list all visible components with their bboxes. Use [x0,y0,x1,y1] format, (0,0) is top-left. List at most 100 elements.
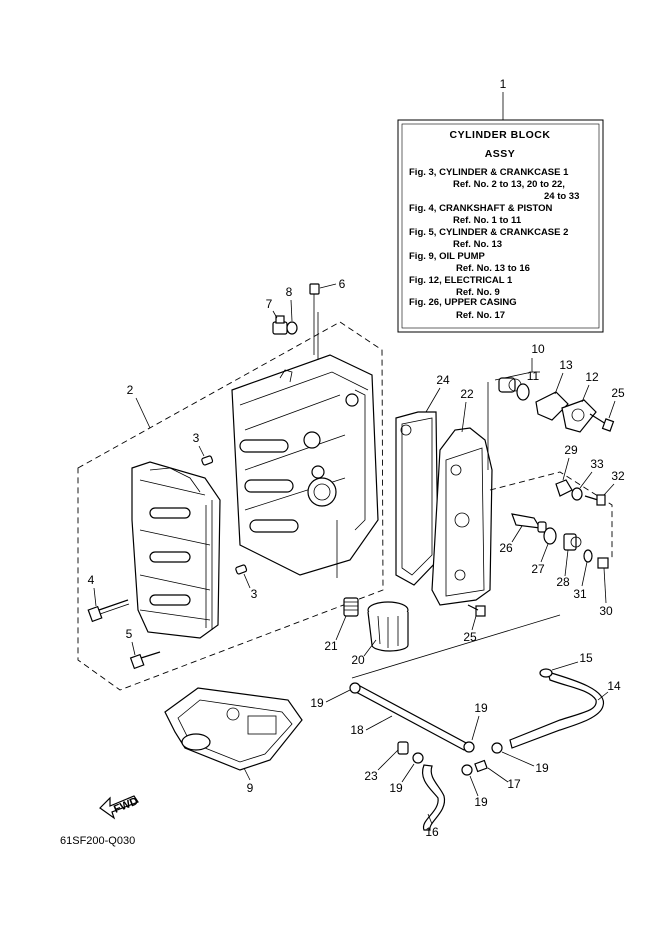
callout-26: 26 [499,541,513,555]
dowel-pin [201,455,214,466]
callout-11: 11 [527,369,540,383]
joint-part [474,759,488,773]
oil-filter-part [367,601,409,652]
bracket-part [555,479,573,497]
info-line: Fig. 9, OIL PUMP [409,251,485,262]
cylinder-block-part [231,354,379,578]
callout-1: 1 [500,77,507,91]
callout-30: 30 [599,604,613,618]
info-line: Ref. No. 1 to 11 [453,215,522,226]
hose-part [355,685,469,751]
dowel-pin [235,564,248,575]
info-line: Fig. 3, CYLINDER & CRANKCASE 1 [409,167,569,178]
callout-25: 25 [463,630,477,644]
bolt-part [467,604,486,617]
info-line: Fig. 26, UPPER CASING [409,297,517,308]
callout-31: 31 [573,587,587,601]
info-line: Ref. No. 9 [456,287,500,298]
thermostat-cover-part [561,399,607,433]
callout-19: 19 [474,701,488,715]
plug-part [309,283,320,360]
callout-10: 10 [531,342,545,356]
hose-routing-line [351,614,561,679]
clamp-part [461,764,473,776]
callout-3: 3 [251,587,258,601]
callout-33: 33 [590,457,604,471]
callout-9: 9 [247,781,254,795]
crankcase-part [131,461,221,639]
hose-fitting-part [539,668,553,678]
clamp-part [463,741,475,753]
callout-15: 15 [579,651,593,665]
callout-27: 27 [531,562,545,576]
callout-22: 22 [460,387,474,401]
drain-plug-part [272,315,288,335]
seal-ring-part [516,383,530,401]
spring-part [343,597,359,617]
callout-19: 19 [535,761,549,775]
callout-20: 20 [351,653,365,667]
fwd-arrow-icon: FWD [99,795,140,820]
info-line: Ref. No. 13 [453,239,502,250]
callout-5: 5 [126,627,133,641]
bolt-part [129,651,161,670]
hose-part [509,671,604,749]
bolt-part [87,599,130,623]
thermostat-part [563,533,582,551]
info-line: Ref. No. 2 to 13, 20 to 22, [453,179,565,190]
info-line: Ref. No. 13 to 16 [456,263,530,274]
washer-part [286,321,298,335]
washer-part [571,487,583,501]
thermostat-group-outline [489,471,613,560]
callout-13: 13 [559,358,573,372]
clamp-part [491,742,503,754]
callout-18: 18 [350,723,364,737]
callout-7: 7 [266,297,273,311]
bolt-part [597,557,609,569]
callout-4: 4 [88,573,95,587]
callout-19: 19 [389,781,403,795]
callout-17: 17 [507,777,521,791]
callout-28: 28 [556,575,570,589]
callout-2: 2 [127,383,134,397]
info-box-title: CYLINDER BLOCK [450,129,551,141]
diagram-code: 61SF200-Q030 [60,835,135,847]
info-line: Fig. 12, ELECTRICAL 1 [409,275,513,286]
callout-29: 29 [564,443,578,457]
bolt-part [584,494,606,506]
fwd-label: FWD [112,795,140,816]
callout-3: 3 [193,431,200,445]
washer-part [583,549,593,563]
callout-19: 19 [310,696,324,710]
info-line: Ref. No. 17 [456,310,505,321]
clamp-part [412,752,424,764]
clamp-part [349,682,361,694]
callout-23: 23 [364,769,378,783]
callout-6: 6 [339,277,346,291]
callout-16: 16 [425,825,439,839]
plate-gasket-part [535,391,569,421]
cover-part [431,427,493,606]
gasket-plate-part [164,687,303,771]
nipple-part [397,741,409,755]
seal-part [543,527,557,545]
valve-part [511,513,547,533]
callout-24: 24 [436,373,450,387]
gasket-part [395,411,439,586]
callout-32: 32 [611,469,625,483]
bolt-part [601,418,615,432]
hose-part [422,764,446,831]
info-line: 24 to 33 [544,191,579,202]
callout-12: 12 [585,370,599,384]
callout-21: 21 [324,639,338,653]
info-line: Fig. 5, CYLINDER & CRANKCASE 2 [409,227,568,238]
callout-25: 25 [611,386,625,400]
info-box-subtitle: ASSY [485,148,516,160]
callouts: 1 2 3 3 4 5 6 7 8 9 10 11 13 12 25 14 15 [88,77,625,839]
info-line: Fig. 4, CRANKSHAFT & PISTON [409,203,553,214]
callout-19: 19 [474,795,488,809]
callout-8: 8 [286,285,293,299]
cylinder-assembly-outline [77,321,384,691]
callout-14: 14 [607,679,621,693]
